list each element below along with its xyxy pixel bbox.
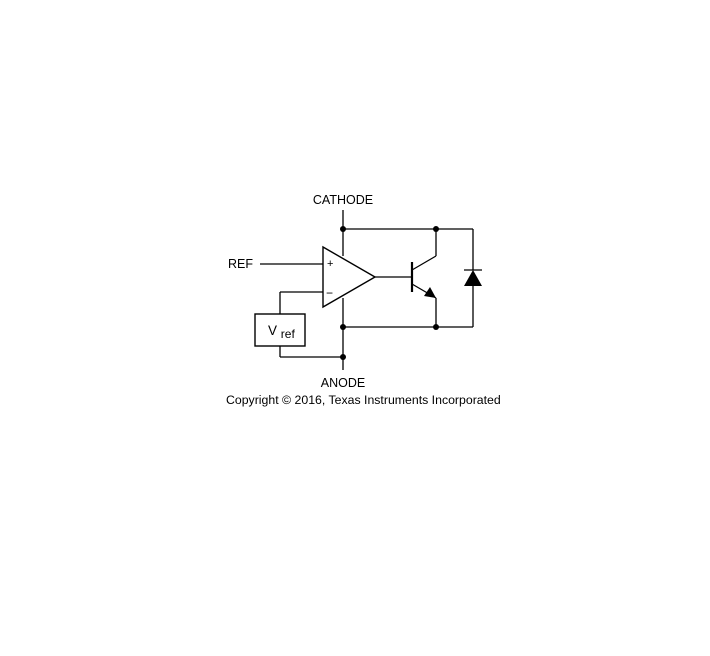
junction-dot	[340, 324, 346, 330]
vref-label-main: V	[268, 323, 277, 338]
vref-label: V ref	[268, 323, 295, 341]
junction-dot	[433, 226, 439, 232]
vref-box	[254, 313, 306, 347]
junction-dot	[433, 324, 439, 330]
ref-label: REF	[228, 257, 253, 271]
junction-dot	[340, 354, 346, 360]
op-amp-plus-sign: +	[327, 258, 333, 270]
transistor-collector	[411, 255, 437, 271]
emitter-arrow-icon	[424, 287, 436, 298]
cathode-label: CATHODE	[313, 193, 373, 207]
diode-triangle-icon	[464, 270, 482, 286]
op-amp-minus-sign: −	[326, 286, 333, 300]
op-amp-triangle	[322, 245, 377, 309]
vref-label-sub: ref	[281, 327, 296, 341]
anode-label: ANODE	[321, 376, 365, 390]
copyright-note: Copyright © 2016, Texas Instruments Inco…	[226, 393, 501, 407]
junction-dot	[340, 226, 346, 232]
